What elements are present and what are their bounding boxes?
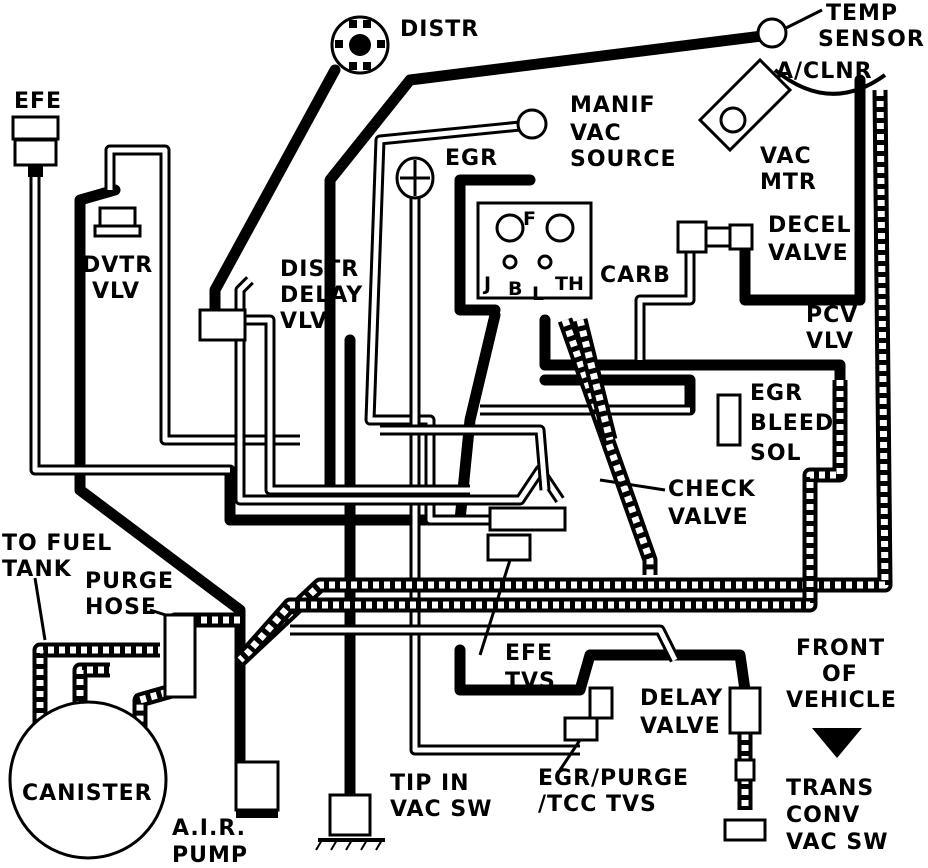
distributor <box>330 15 390 75</box>
trans-label-3: VAC SW <box>786 830 888 855</box>
vac-mtr-label-1: VAC <box>760 144 812 169</box>
decel-valve <box>676 220 754 254</box>
distr-label: DISTR <box>400 17 479 42</box>
source-label: SOURCE <box>570 147 677 172</box>
front-label-3: VEHICLE <box>786 688 897 713</box>
efe-tvs-label-2: TVS <box>505 669 556 694</box>
air-pump-label-2: PUMP <box>172 843 248 868</box>
efe-tvs-label-1: EFE <box>505 641 553 666</box>
egr-purge-tcc-tvs <box>563 716 599 742</box>
carb-label: CARB <box>600 263 671 288</box>
carb-f-label: F <box>523 208 536 230</box>
distr-delay-valve <box>198 308 247 342</box>
delay-label-1: DELAY <box>640 686 723 711</box>
carb-th-label: TH <box>555 273 584 295</box>
carburetor <box>476 201 593 300</box>
tip-in-label-2: VAC SW <box>390 797 492 822</box>
delay-valve <box>588 686 614 720</box>
front-arrow-icon <box>812 728 862 758</box>
efe-actuator <box>11 115 60 177</box>
front-label-1: FRONT <box>796 636 885 661</box>
delay-label-2: VALVE <box>640 714 721 739</box>
distr-delay-label-1: DISTR <box>280 257 359 282</box>
dvtr-vlv-label: VLV <box>92 279 140 304</box>
carb-b-label: B <box>508 278 522 300</box>
vac-label: VAC <box>570 121 622 146</box>
vac-mtr-label-2: MTR <box>760 170 817 195</box>
trans-label-1: TRANS <box>786 776 874 801</box>
purge-label-2: HOSE <box>85 595 157 620</box>
egr-purge-label-1: EGR/PURGE <box>538 766 689 791</box>
temp-label: TEMP <box>826 1 898 26</box>
pcv-label-1: PCV <box>806 303 858 328</box>
canister-label: CANISTER <box>22 781 153 806</box>
air-pump-label-1: A.I.R. <box>172 816 246 841</box>
fuel-tank-label-1: TO FUEL <box>2 531 112 556</box>
trans-conv-vac-switch <box>723 686 767 842</box>
egr-bleed-label-2: BLEED <box>750 411 834 436</box>
purge-valve <box>163 613 197 699</box>
purge-label-1: PURGE <box>85 569 174 594</box>
dvtr-valve <box>93 206 142 238</box>
distr-delay-label-2: DELAY <box>280 283 363 308</box>
egr-valve <box>395 156 435 200</box>
carb-l-label: L <box>532 283 544 305</box>
egr-bleed-label-1: EGR <box>750 381 803 406</box>
tip-in-vac-switch <box>315 793 385 851</box>
temp-sensor <box>697 8 887 153</box>
manif-label: MANIF <box>570 93 656 118</box>
trans-label-2: CONV <box>786 803 860 828</box>
sensor-label: SENSOR <box>818 27 925 52</box>
egr-bleed-label-3: SOL <box>750 441 802 466</box>
carb-j-label: J <box>482 273 491 295</box>
manif-vac-source <box>516 108 548 140</box>
tip-in-label-1: TIP IN <box>390 771 470 796</box>
dvtr-label: DVTR <box>82 253 153 278</box>
front-label-2: OF <box>822 662 858 687</box>
distr-delay-label-3: VLV <box>280 309 328 334</box>
efe-label: EFE <box>14 89 62 114</box>
egr-label: EGR <box>445 146 498 171</box>
hollow-hoses <box>29 119 696 756</box>
fuel-tank-label-2: TANK <box>2 557 72 582</box>
decel-label-1: DECEL <box>768 213 851 238</box>
check-label-2: VALVE <box>668 505 749 530</box>
air-pump <box>234 760 280 812</box>
check-label-1: CHECK <box>668 477 756 502</box>
efe-tvs <box>486 533 532 562</box>
decel-label-2: VALVE <box>768 241 849 266</box>
egr-purge-label-2: /TCC TVS <box>538 792 657 817</box>
pcv-label-2: VLV <box>806 329 854 354</box>
canister <box>8 700 168 860</box>
check-valve <box>488 506 567 532</box>
air-cleaner-label: A/CLNR <box>776 59 873 84</box>
egr-bleed-solenoid <box>716 393 742 447</box>
